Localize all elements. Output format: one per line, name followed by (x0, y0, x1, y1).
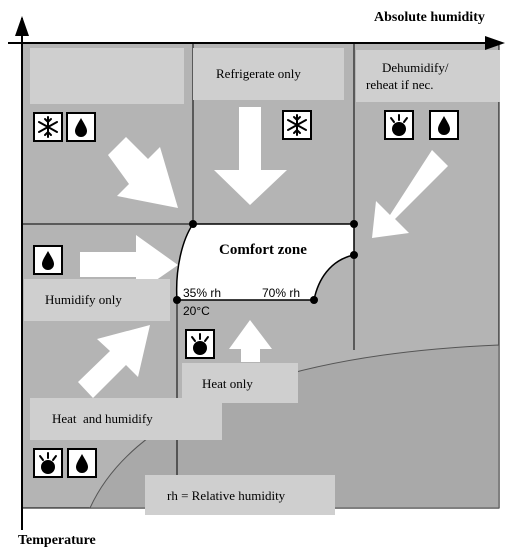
dehumidify-label-line1: Dehumidify/ (382, 60, 449, 75)
droplet-icon (66, 112, 96, 142)
refrigerate-label: Refrigerate only (216, 66, 301, 81)
arrow-heat-up (229, 320, 272, 362)
comfort-zone-points (173, 220, 358, 304)
absolute-humidity-axis-label: Absolute humidity (374, 10, 485, 25)
top-left-empty-box (30, 48, 184, 104)
droplet-icon (429, 110, 459, 140)
droplet-icon (33, 245, 63, 275)
heater-icon (33, 448, 63, 478)
heat-humidify-label: Heat and humidify (52, 411, 153, 426)
arrow-refrigerate-down (214, 107, 287, 205)
heat-label-box (182, 363, 298, 403)
temperature-axis-label: Temperature (18, 533, 96, 548)
humidify-label-box (24, 279, 170, 321)
heater-icon (185, 329, 215, 359)
arrow-dehumidify-diagonal (372, 150, 448, 238)
snowflake-icon (33, 112, 63, 142)
snowflake-icon (282, 110, 312, 140)
humidify-label: Humidify only (45, 292, 122, 307)
heat-humidify-label-box (30, 398, 222, 440)
rh-high-label: 70% rh (262, 286, 301, 300)
rh-low-label: 35% rh (183, 286, 222, 300)
heater-icon (384, 110, 414, 140)
refrigerate-label-box (193, 48, 344, 100)
temperature-point-label: 20°C (183, 304, 210, 318)
droplet-icon (67, 448, 97, 478)
axes (8, 16, 505, 530)
arrow-heat-humidify-diagonal (78, 325, 150, 398)
humidity-axis-arrowhead (485, 36, 505, 50)
heat-label: Heat only (202, 376, 253, 391)
comfort-zone-label: Comfort zone (219, 242, 307, 258)
temperature-axis-arrowhead (15, 16, 29, 36)
arrow-refrigerate-diagonal (108, 137, 178, 208)
dehumidify-label-line2: reheat if nec. (366, 77, 434, 92)
legend-label: rh = Relative humidity (167, 488, 286, 503)
dehumidify-label-box (356, 50, 500, 102)
legend-label-box (145, 475, 335, 515)
